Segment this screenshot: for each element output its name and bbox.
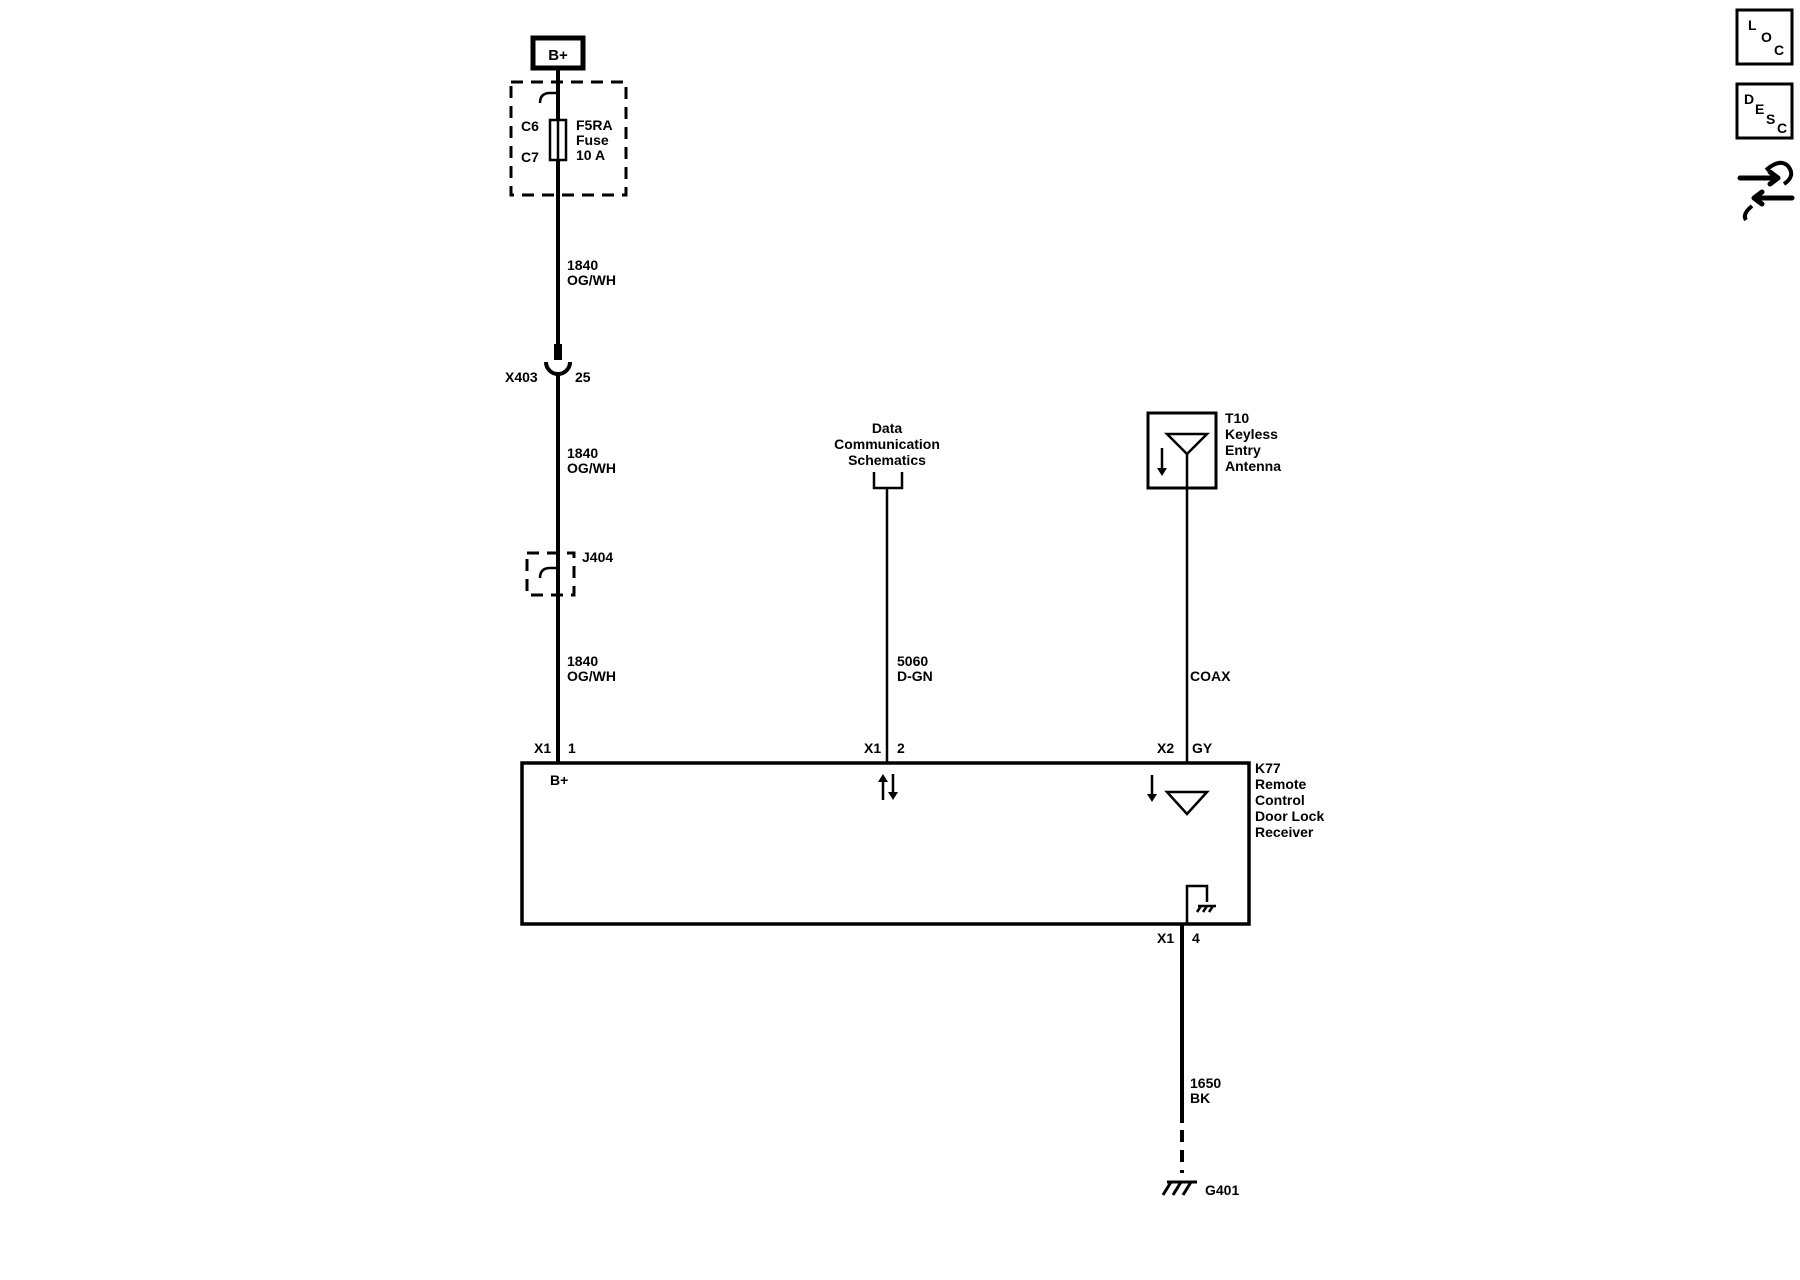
wire-1840-a-color: OG/WH: [567, 272, 616, 288]
fuse-rating: 10 A: [576, 147, 605, 163]
receiver-antenna-symbol-icon: [1147, 775, 1210, 816]
loc-letter-o: O: [1761, 29, 1772, 45]
wire-5060-color: D-GN: [897, 668, 933, 684]
wire-1840-b-color: OG/WH: [567, 460, 616, 476]
fuse-pin-bottom: C7: [521, 149, 539, 165]
wire-1840-a-circuit: 1840: [567, 257, 598, 273]
fuse-type: Fuse: [576, 132, 609, 148]
loc-letter-c: C: [1774, 42, 1784, 58]
antenna-desc-3: Antenna: [1225, 458, 1281, 474]
desc-letter-s: S: [1766, 111, 1775, 127]
k77-desc-2: Control: [1255, 792, 1305, 808]
swap-arrows-icon[interactable]: [1734, 150, 1796, 222]
power-source-b-plus: B+: [530, 35, 586, 71]
fuse-pin-top: C6: [521, 118, 539, 134]
fuse-block: C6 C7 F5RA Fuse 10 A: [509, 68, 628, 197]
wire-1840-c-circuit: 1840: [567, 653, 598, 669]
loc-button[interactable]: L O C: [1735, 8, 1794, 66]
data-communication-reference: Data Communication Schematics: [834, 420, 940, 763]
k77-pin1-connector: X1: [534, 740, 551, 756]
power-source-label: B+: [548, 47, 568, 64]
k77-pin1-number: 1: [568, 740, 576, 756]
ground-g401-icon: [1161, 1180, 1197, 1196]
k77-pin2-number: 2: [897, 740, 905, 756]
data-comm-line3: Schematics: [848, 452, 926, 468]
bidirectional-data-arrows-icon: [878, 774, 898, 800]
wire-coax-label: COAX: [1190, 668, 1231, 684]
connector-x403-pin: 25: [575, 369, 591, 385]
connector-x403-name: X403: [505, 369, 538, 385]
antenna-symbol-icon: [1163, 432, 1211, 456]
antenna-t10: T10 Keyless Entry Antenna: [1146, 410, 1281, 763]
wire-5060-circuit: 5060: [897, 653, 928, 669]
antenna-name: T10: [1225, 410, 1249, 426]
desc-letter-d: D: [1744, 91, 1754, 107]
k77-desc-1: Remote: [1255, 776, 1307, 792]
k77-desc-3: Door Lock: [1255, 808, 1324, 824]
fuse-connector-symbol: [538, 91, 558, 104]
k77-pin4-number: 4: [1192, 930, 1200, 946]
wire-1840-c-color: OG/WH: [567, 668, 616, 684]
k77-name: K77: [1255, 760, 1281, 776]
data-comm-line2: Communication: [834, 436, 940, 452]
wire-1840-b-circuit: 1840: [567, 445, 598, 461]
fuse-name: F5RA: [576, 117, 613, 133]
k77-desc-4: Receiver: [1255, 824, 1314, 840]
antenna-desc-1: Keyless: [1225, 426, 1278, 442]
data-comm-line1: Data: [872, 420, 903, 436]
data-comm-bracket: [872, 472, 904, 490]
splice-j404-name: J404: [582, 549, 613, 565]
wire-1650-color: BK: [1190, 1090, 1210, 1106]
k77-pin2-connector: X1: [864, 740, 881, 756]
wire-1650-circuit: 1650: [1190, 1075, 1221, 1091]
k77-pin1-label: B+: [550, 772, 568, 788]
k77-pin4-connector: X1: [1157, 930, 1174, 946]
k77-pin-gy-number: GY: [1192, 740, 1213, 756]
splice-j404: J404: [525, 549, 613, 597]
desc-letter-c: C: [1777, 120, 1787, 136]
desc-button[interactable]: D E S C: [1735, 82, 1794, 140]
desc-letter-e: E: [1755, 101, 1764, 117]
antenna-desc-2: Entry: [1225, 442, 1261, 458]
connector-x403-symbol: [544, 361, 572, 376]
ground-g401-name: G401: [1205, 1182, 1239, 1198]
loc-letter-l: L: [1748, 17, 1757, 33]
module-k77: X1 1 B+ X1 2 X2 GY K77 Remote Control: [520, 740, 1324, 946]
internal-ground-icon: [1185, 884, 1216, 924]
k77-pin-gy-connector: X2: [1157, 740, 1174, 756]
